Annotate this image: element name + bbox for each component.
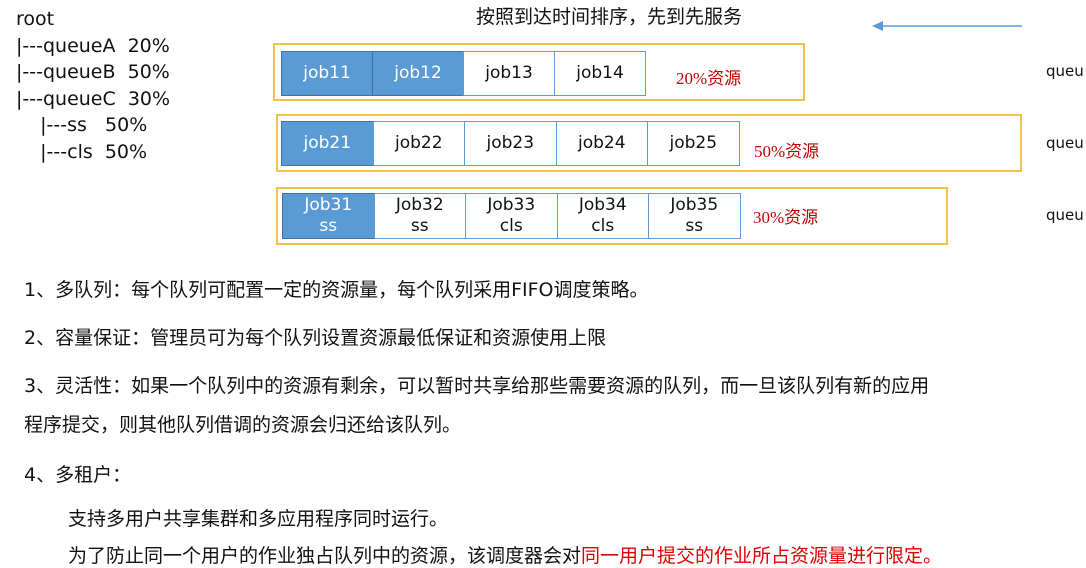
tree-line: |---queueA 20% [16,34,170,57]
queue-c-resource: 30%资源 [753,208,819,227]
job-name: job23 [486,133,535,153]
job-name: Job33 [487,195,536,215]
queue-b-resource: 50%资源 [754,142,820,161]
point-multi-tenant: 4、多租户： [24,464,132,486]
tree-line: |---cls 50% [16,140,148,163]
detail-text: 为了防止同一个用户的作业独占队列中的资源，该调度器会对 [68,545,582,567]
tree-line: |---queueC 30% [16,87,171,110]
tree-line: root [16,8,55,30]
queue-c-label: queu [1046,206,1084,224]
tree-line: |---ss 50% [16,114,148,136]
job-box: job24 [555,121,648,166]
job-box: job14 [554,51,646,96]
queue-b-label: queu [1046,134,1084,152]
detail-highlight: 同一用户提交的作业所占资源量进行限定。 [581,545,943,567]
job-name: Job35 [670,195,719,215]
job-box: job21 [281,121,374,166]
point-capacity-guarantee: 2、容量保证：管理员可为每个队列设置资源最低保证和资源使用上限 [24,327,607,349]
queue-a-frame [273,43,805,101]
queue-b-frame [276,114,1022,172]
job-name: job25 [669,133,718,153]
job-name: job12 [394,63,442,83]
job-subqueue: ss [410,216,429,236]
job-name: job14 [576,63,624,83]
job-box: job13 [463,51,555,96]
point-multi-tenant-detail-1: 支持多用户共享集群和多应用程序同时运行。 [68,508,449,530]
queue-hierarchy-tree: root |---queueA 20% |---queueB 50% |---q… [16,6,170,165]
point-flexibility-cont: 程序提交，则其他队列借调的资源会归还给该队列。 [24,414,462,436]
job-name: Job32 [395,195,444,215]
job-name: job22 [394,133,443,153]
job-name: job11 [303,63,351,83]
tree-line: |---queueB 50% [16,61,170,83]
queue-a-label: queu [1046,62,1084,80]
point-flexibility: 3、灵活性：如果一个队列中的资源有剩余，可以暂时共享给那些需要资源的队列，而一旦… [24,375,930,397]
job-name: job21 [303,133,352,153]
job-box: job23 [464,121,557,166]
direction-arrow-icon [872,21,1022,31]
job-box: job22 [372,121,465,166]
ordering-heading: 按照到达时间排序，先到先服务 [476,6,743,28]
job-subqueue: ss [319,216,338,236]
job-name: Job31 [304,195,353,215]
job-name: job13 [485,63,533,83]
job-subqueue: cls [499,216,523,236]
job-box: job12 [372,51,464,96]
job-subqueue: ss [685,216,704,236]
job-box: job11 [281,51,373,96]
job-name: Job34 [578,195,627,215]
job-name: job24 [577,133,626,153]
point-multi-tenant-detail-2: 为了防止同一个用户的作业独占队列中的资源，该调度器会对同一用户提交的作业所占资源… [68,541,942,568]
queue-a-resource: 20%资源 [676,69,742,88]
job-subqueue: cls [591,216,615,236]
point-multi-queue: 1、多队列：每个队列可配置一定的资源量，每个队列采用FIFO调度策略。 [24,279,649,301]
job-box: job25 [647,121,740,166]
queue-c-frame [276,187,948,245]
